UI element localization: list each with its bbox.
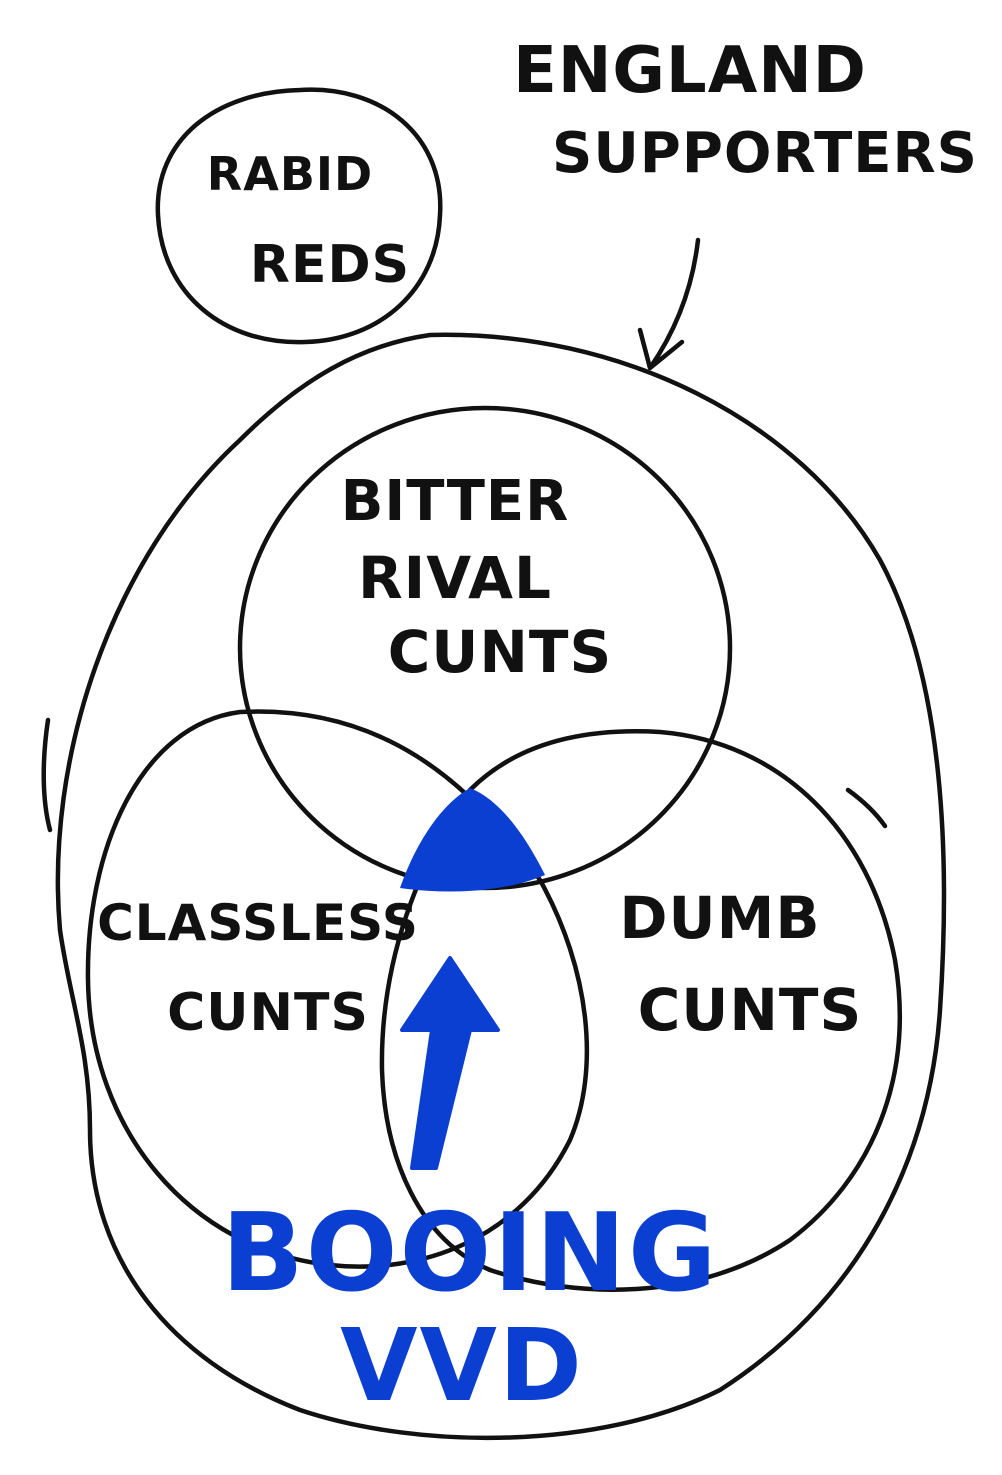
dumb-label-line1: DUMB [619,884,820,952]
classless-label-line1: CLASSLESS [97,894,419,952]
title-line-supporters: SUPPORTERS [552,121,978,186]
rabid-reds-circle [155,87,443,345]
bitter-rival-label-line2: RIVAL [358,544,552,612]
dumb-label-line2: CUNTS [638,976,863,1044]
title-arrow [637,237,701,371]
rabid-reds-label-line2: REDS [250,235,410,295]
highlight-label-line2: VVD [340,1307,584,1424]
title-line-england: ENGLAND [513,34,867,108]
bitter-rival-label-line1: BITTER [341,469,570,534]
right-set-stroke-overlap [845,787,888,829]
rabid-reds-label-line1: RABID [207,147,373,201]
highlight-arrow [400,956,500,1170]
triple-intersection-highlight [400,788,545,892]
england-supporters-boundary [55,332,947,1441]
bitter-rival-label-line3: CUNTS [388,618,613,686]
classless-label-line2: CUNTS [167,983,369,1043]
highlight-label-line1: BOOING [221,1191,718,1316]
boundary-stroke-overlap [41,717,53,833]
